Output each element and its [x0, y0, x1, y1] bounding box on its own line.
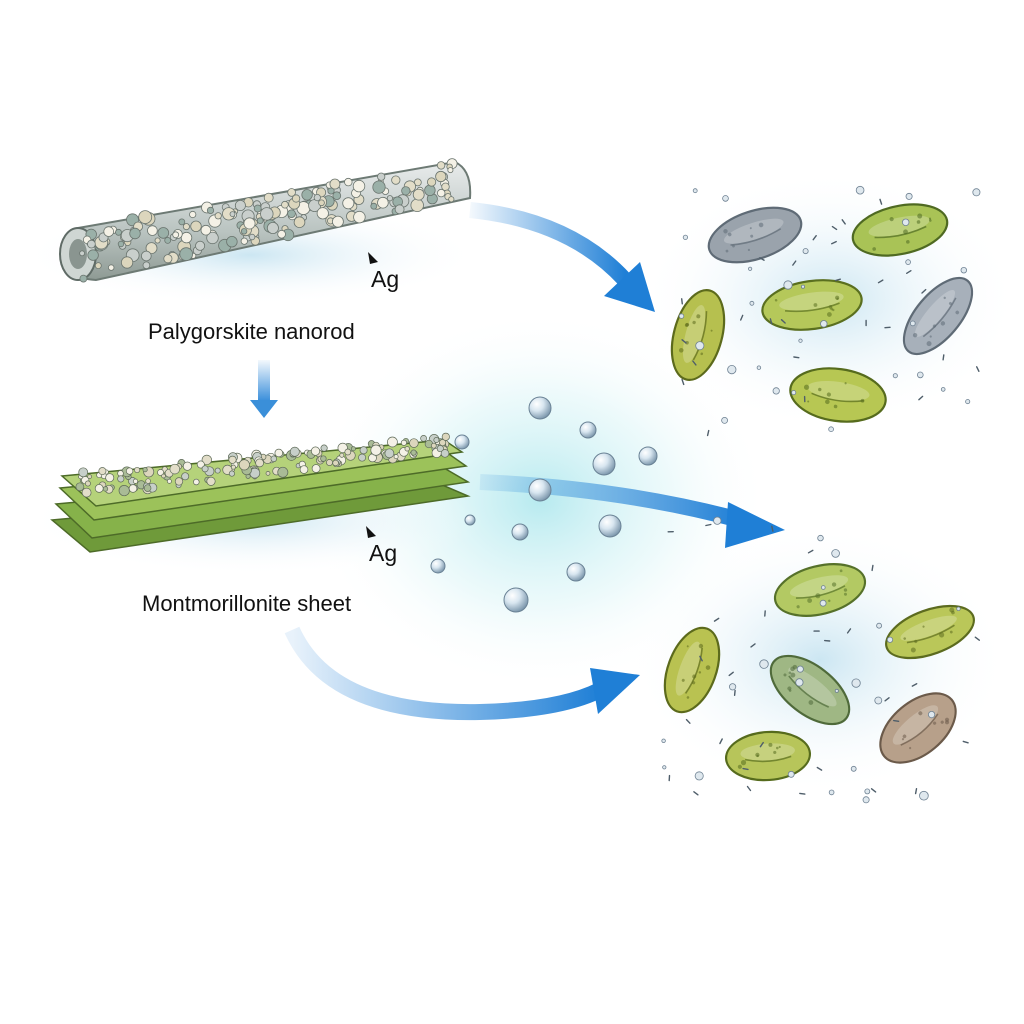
ag-pointer-top — [368, 252, 378, 264]
ag-pointer-bottom — [366, 526, 376, 538]
bacterium-cell — [707, 206, 803, 264]
bacterium-cell — [773, 563, 867, 617]
bacterium-cell — [670, 289, 726, 381]
silver-ion-bubble — [511, 523, 529, 541]
silver-ion-bubble — [598, 514, 622, 538]
bacterium-cell — [663, 626, 721, 714]
sheet-title: Montmorillonite sheet — [142, 591, 352, 616]
sheet-ag-label: Ag — [369, 540, 398, 566]
arrow-nanorod-to-bacteria — [469, 202, 655, 312]
nanorod-illustration — [59, 158, 472, 283]
bacterium-cell — [885, 604, 975, 660]
nanorod-ag-label: Ag — [371, 266, 400, 292]
layered-sheet-illustration — [50, 432, 471, 553]
arrow-sheet-to-bacteria — [479, 474, 785, 548]
silver-ion-bubble — [592, 452, 616, 476]
bacterium-cell — [761, 279, 863, 331]
down-arrow — [250, 360, 278, 418]
silver-ion-bubble — [638, 446, 658, 466]
silver-ion-bubble — [528, 396, 552, 420]
silver-ion-bubble — [503, 587, 529, 613]
debris-specks — [661, 185, 981, 804]
bacterium-cell — [879, 692, 957, 764]
arrow-sheet-to-bacteria-lower — [284, 626, 640, 721]
silver-ion-group — [430, 396, 658, 613]
silver-ion-bubble — [566, 562, 586, 582]
silver-ion-bubble — [454, 434, 470, 450]
silver-ion-bubble — [464, 514, 476, 526]
bacterium-cell — [902, 276, 974, 356]
bacteria-group — [663, 203, 975, 782]
silver-ion-bubble — [579, 421, 597, 439]
bacterium-cell — [769, 654, 851, 726]
silver-ion-bubble — [430, 558, 446, 574]
bacterium-cell — [724, 730, 812, 782]
nanorod-title: Palygorskite nanorod — [148, 319, 355, 344]
silver-ion-bubble — [528, 478, 552, 502]
bacterium-cell — [789, 367, 887, 423]
